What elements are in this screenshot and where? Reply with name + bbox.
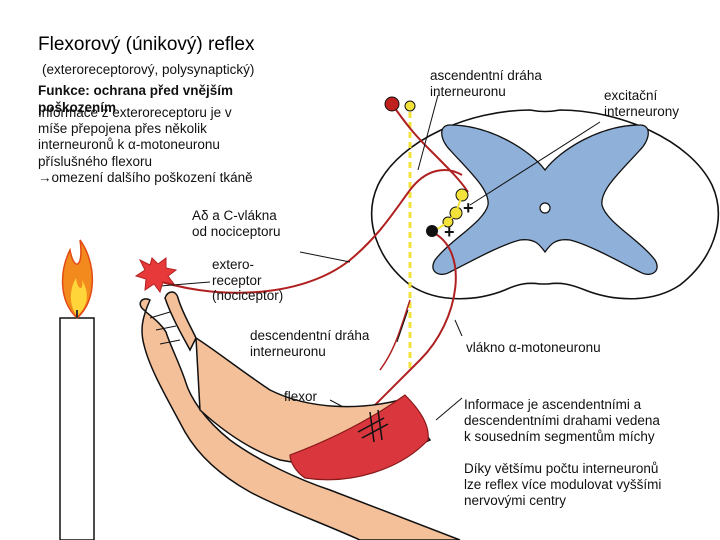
ascending-label: ascendentní dráha interneuronu (430, 68, 542, 99)
afferent-fiber (149, 169, 463, 294)
note-ascending-descending: Informace je ascendentními a descendentn… (464, 397, 660, 445)
pointer-excitatory (469, 121, 601, 206)
motoneuron-label: vlákno α-motoneuronu (466, 340, 601, 355)
pointer-note1 (435, 397, 463, 421)
info-text: Informace z exteroreceptoru je v míše př… (38, 105, 253, 185)
descending-pathway (379, 299, 411, 371)
flexor-label: flexor (284, 389, 318, 404)
finger-lines (149, 311, 181, 345)
pointer-motoneuron (454, 319, 463, 337)
motor-end-plate-icon (357, 409, 389, 443)
function-line-1: Funkce: ochrana před vnějším (38, 83, 234, 98)
central-canal (539, 202, 551, 214)
pointer-ascending (417, 94, 439, 171)
flame-inner-icon (70, 278, 87, 316)
arm (139, 291, 461, 540)
subtitle: (exteroreceptorový, polysynaptický) (42, 62, 255, 77)
function-line-2: poškozením (38, 100, 117, 115)
note-modulation: Díky většímu počtu interneuronů lze refl… (464, 461, 662, 509)
ascending-terminal (404, 100, 416, 112)
exteroreceptor-label: extero- receptor (nociceptor) (212, 257, 284, 304)
fibers-label: Aδ a C-vlákna od nociceptoru (192, 208, 281, 239)
flexor-muscle (289, 394, 429, 481)
pointer-fibers (299, 251, 351, 263)
candle-body (59, 317, 95, 540)
title: Flexorový (únikový) reflex (38, 34, 255, 55)
descending-label: descendentní dráha interneuronu (250, 328, 370, 359)
pointer-descending (396, 309, 409, 343)
afferent-ascending-branch (391, 103, 469, 193)
motoneuron-body (426, 225, 438, 237)
pain-burst-icon (134, 257, 178, 294)
pointer-extero (159, 281, 211, 287)
plus-sign-1: + (463, 198, 474, 218)
interneuron-links (435, 194, 463, 231)
neuron-body-top (384, 96, 400, 112)
plus-sign-2: + (444, 222, 455, 242)
excitatory-label: excitační interneurony (604, 88, 680, 119)
spinal-cord-grey-matter (432, 124, 658, 275)
